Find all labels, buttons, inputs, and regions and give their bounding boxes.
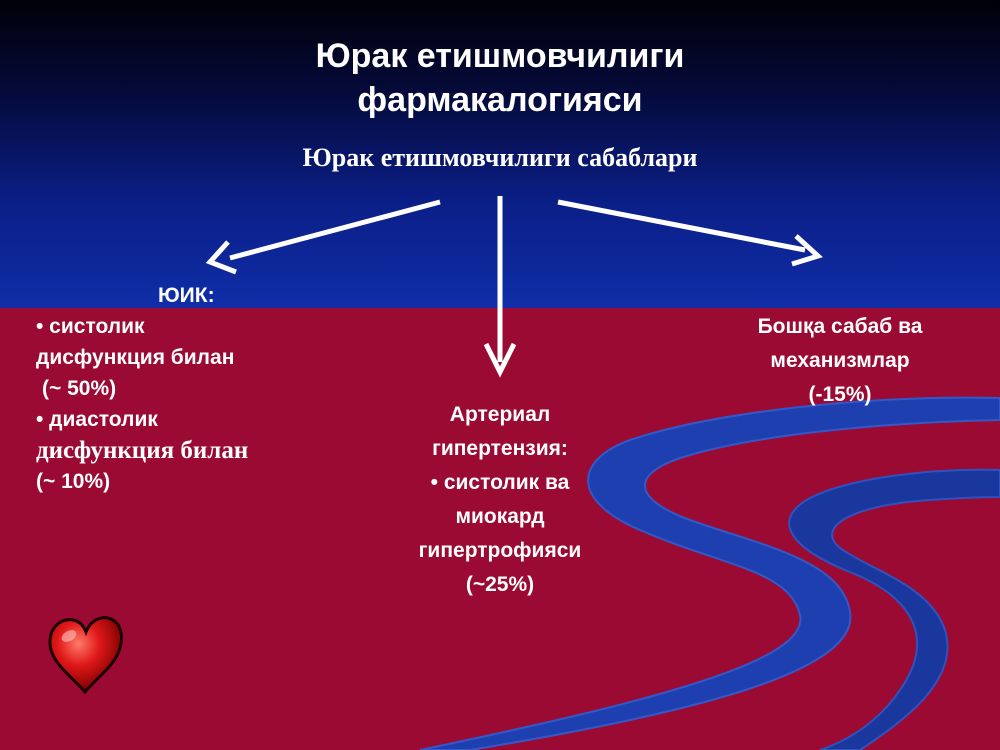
right-line-3: (-15%) — [808, 383, 872, 406]
cause-middle-block: Артериал гипертензия: • систолик ва миок… — [380, 398, 620, 602]
left-line-2: дисфункция билан — [36, 346, 235, 369]
slide-subtitle: Юрак етишмовчилиги сабаблари — [302, 143, 698, 172]
middle-line-4: миокард — [455, 505, 545, 528]
heart-icon — [48, 616, 123, 695]
arrow-down-icon — [483, 196, 517, 378]
middle-line-2: гипертензия: — [432, 437, 568, 460]
left-line-6: (~ 10%) — [36, 470, 111, 493]
left-line-3: (~ 50%) — [42, 377, 117, 400]
left-line-1: • систолик — [36, 315, 145, 338]
left-heading: ЮИК: — [158, 284, 215, 307]
slide-title: Юрак етишмовчилиги фармакалогияси — [0, 34, 1000, 122]
left-line-4: • диастолик — [36, 408, 158, 431]
right-line-2: механизмлар — [770, 349, 910, 372]
left-line-5: дисфункция билан — [36, 437, 249, 464]
middle-line-6: (~25%) — [465, 573, 535, 596]
arrow-right-icon — [557, 199, 823, 267]
title-line-1: Юрак етишмовчилиги — [315, 37, 685, 75]
cause-left-block: ЮИК: • систолик дисфункция билан (~ 50%)… — [36, 280, 366, 497]
middle-line-5: гипертрофияси — [418, 539, 582, 562]
arrow-left-icon — [205, 199, 441, 275]
title-line-2: фармакалогияси — [357, 81, 643, 119]
middle-line-3: • систолик ва — [430, 471, 570, 494]
right-line-1: Бошқа сабаб ва — [757, 315, 923, 338]
cause-right-block: Бошқа сабаб ва механизмлар (-15%) — [700, 310, 980, 412]
middle-line-1: Артериал — [449, 403, 551, 426]
